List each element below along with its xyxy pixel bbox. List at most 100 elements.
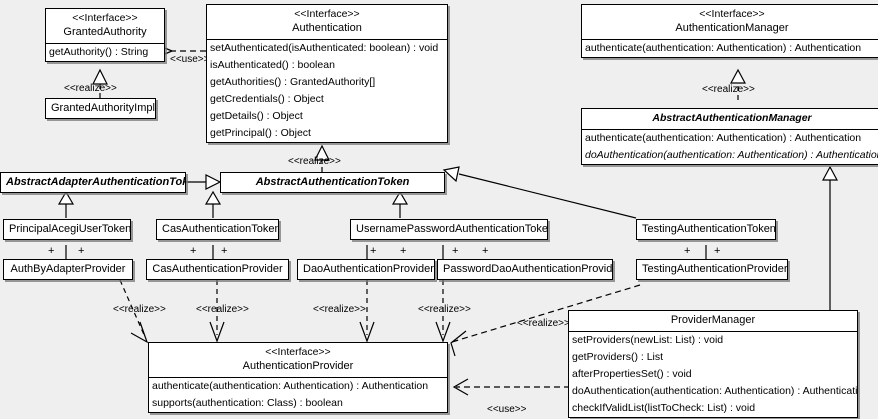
class-dao-authentication-provider[interactable]: DaoAuthenticationProvider xyxy=(297,259,435,280)
relationship-label-realize-auth-by-adapter: <<realize>> xyxy=(113,304,166,315)
class-header: PasswordDaoAuthenticationProvider xyxy=(438,260,612,279)
stereotype: <<Interface>> xyxy=(72,12,138,24)
class-header: TestingAuthenticationProvider xyxy=(637,260,787,279)
member-row: setProviders(newList: List) : void xyxy=(572,334,724,346)
class-name: GrantedAuthorityImpl xyxy=(51,102,155,114)
association-marker: + xyxy=(370,245,377,257)
class-members: getAuthority() : String xyxy=(46,44,164,61)
class-cas-authentication-token[interactable]: CasAuthenticationToken xyxy=(156,219,279,240)
association-marker: + xyxy=(78,245,85,257)
class-members: setAuthenticated(isAuthenticated: boolea… xyxy=(207,40,447,142)
member-row: getCredentials() : Object xyxy=(210,93,324,105)
class-name: ProviderManager xyxy=(670,314,756,326)
association-marker: + xyxy=(684,245,691,257)
class-provider-manager[interactable]: ProviderManager setProviders(newList: Li… xyxy=(568,310,858,418)
class-abstract-authentication-manager[interactable]: AbstractAuthenticationManager authentica… xyxy=(581,108,878,165)
class-name: AuthenticationProvider xyxy=(242,360,354,372)
member-row: authenticate(authentication: Authenticat… xyxy=(585,132,862,144)
class-testing-authentication-provider[interactable]: TestingAuthenticationProvider xyxy=(636,259,788,280)
class-testing-authentication-token[interactable]: TestingAuthenticationToken xyxy=(636,219,776,240)
member-row: getPrincipal() : Object xyxy=(210,127,311,139)
class-header: PrincipalAcegiUserToken xyxy=(4,220,130,239)
class-name: TestingAuthenticationToken xyxy=(642,223,775,235)
association-marker: + xyxy=(400,245,407,257)
member-row: doAuthentication(authentication: Authent… xyxy=(572,385,857,397)
member-row: authenticate(authentication: Authenticat… xyxy=(152,380,429,392)
stereotype: <<Interface>> xyxy=(265,346,331,358)
class-username-password-authentication-token[interactable]: UsernamePasswordAuthenticationToken xyxy=(350,219,548,240)
class-members: authenticate(authentication: Authenticat… xyxy=(149,378,447,412)
class-header: CasAuthenticationProvider xyxy=(147,260,288,279)
class-name: TestingAuthenticationProvider xyxy=(642,263,787,275)
class-name: DaoAuthenticationProvider xyxy=(303,263,434,275)
class-header: <<Interface>> GrantedAuthority xyxy=(46,9,164,44)
stereotype: <<Interface>> xyxy=(294,8,360,20)
class-header: GrantedAuthorityImpl xyxy=(46,99,155,118)
class-principal-acegi-user-token[interactable]: PrincipalAcegiUserToken xyxy=(3,219,131,240)
class-header: <<Interface>> AuthenticationManager xyxy=(582,5,878,40)
class-header: AbstractAdapterAuthenticationToken xyxy=(1,173,185,192)
class-name: PasswordDaoAuthenticationProvider xyxy=(443,263,612,275)
class-header: <<Interface>> AuthenticationProvider xyxy=(149,343,447,378)
class-authentication-provider[interactable]: <<Interface>> AuthenticationProvider aut… xyxy=(148,342,448,413)
member-row: getProviders() : List xyxy=(572,351,664,363)
member-row: doAuthentication(authentication: Authent… xyxy=(585,149,878,161)
relationship-label-realize-dao-provider: <<realize>> xyxy=(313,304,366,315)
relationship-label-realize-abstract-auth-manager: <<realize>> xyxy=(702,84,755,95)
class-header: UsernamePasswordAuthenticationToken xyxy=(351,220,547,239)
class-name: CasAuthenticationToken xyxy=(162,223,278,235)
association-marker: + xyxy=(190,245,197,257)
association-marker: + xyxy=(714,245,721,257)
member-row: setAuthenticated(isAuthenticated: boolea… xyxy=(210,42,439,54)
class-header: AbstractAuthenticationToken xyxy=(221,173,444,192)
class-name: AbstractAuthenticationManager xyxy=(652,112,812,124)
member-row: checkIfValidList(listToCheck: List) : vo… xyxy=(572,402,756,414)
class-header: AuthByAdapterProvider xyxy=(4,260,132,279)
class-name: AbstractAdapterAuthenticationToken xyxy=(6,176,185,188)
member-row: afterPropertiesSet() : void xyxy=(572,368,692,380)
class-members: authenticate(authentication: Authenticat… xyxy=(582,130,878,164)
relationship-label-realize-provider-manager: <<realize>> xyxy=(517,318,570,329)
relationship-label-realize-abstract-auth-token: <<realize>> xyxy=(288,156,341,167)
class-abstract-authentication-token[interactable]: AbstractAuthenticationToken xyxy=(220,172,445,193)
class-name: CasAuthenticationProvider xyxy=(152,263,283,275)
relationship-label-realize-cas-provider: <<realize>> xyxy=(196,304,249,315)
stereotype: <<Interface>> xyxy=(699,8,765,20)
class-header: DaoAuthenticationProvider xyxy=(298,260,434,279)
member-row: getAuthority() : String xyxy=(49,46,149,58)
class-name: Authentication xyxy=(292,22,362,34)
class-authentication-manager[interactable]: <<Interface>> AuthenticationManager auth… xyxy=(581,4,878,58)
association-marker: + xyxy=(48,245,55,257)
class-authentication[interactable]: <<Interface>> Authentication setAuthenti… xyxy=(206,4,448,143)
association-marker: + xyxy=(482,245,489,257)
class-granted-authority-impl[interactable]: GrantedAuthorityImpl xyxy=(45,98,156,119)
class-members: setProviders(newList: List) : void getPr… xyxy=(569,332,857,417)
class-abstract-adapter-authentication-token[interactable]: AbstractAdapterAuthenticationToken xyxy=(0,172,186,193)
class-name: PrincipalAcegiUserToken xyxy=(9,223,130,235)
class-name: GrantedAuthority xyxy=(63,26,147,38)
class-header: TestingAuthenticationToken xyxy=(637,220,775,239)
class-auth-by-adapter-provider[interactable]: AuthByAdapterProvider xyxy=(3,259,133,280)
class-name: UsernamePasswordAuthenticationToken xyxy=(356,223,547,235)
relationship-label-use-granted-authority: <<use>> xyxy=(170,54,210,65)
association-marker: + xyxy=(221,245,228,257)
member-row: getDetails() : Object xyxy=(210,110,303,122)
class-name: AuthenticationManager xyxy=(675,22,789,34)
class-header: <<Interface>> Authentication xyxy=(207,5,447,40)
class-name: AbstractAuthenticationToken xyxy=(255,176,410,188)
relationship-label-realize-password-dao-provider: <<realize>> xyxy=(418,304,471,315)
member-row: supports(authentication: Class) : boolea… xyxy=(152,397,343,409)
class-header: AbstractAuthenticationManager xyxy=(582,109,878,130)
class-cas-authentication-provider[interactable]: CasAuthenticationProvider xyxy=(146,259,289,280)
relationship-label-use-provider-manager: <<use>> xyxy=(487,404,527,415)
class-members: authenticate(authentication: Authenticat… xyxy=(582,40,878,57)
class-password-dao-authentication-provider[interactable]: PasswordDaoAuthenticationProvider xyxy=(437,259,613,280)
relationship-label-realize-granted-authority-impl: <<realize>> xyxy=(64,83,117,94)
member-row: authenticate(authentication: Authenticat… xyxy=(585,42,862,54)
class-header: ProviderManager xyxy=(569,311,857,332)
class-name: AuthByAdapterProvider xyxy=(10,263,126,275)
member-row: isAuthenticated() : boolean xyxy=(210,59,335,71)
class-granted-authority[interactable]: <<Interface>> GrantedAuthority getAuthor… xyxy=(45,8,165,62)
member-row: getAuthorities() : GrantedAuthority[] xyxy=(210,76,376,88)
